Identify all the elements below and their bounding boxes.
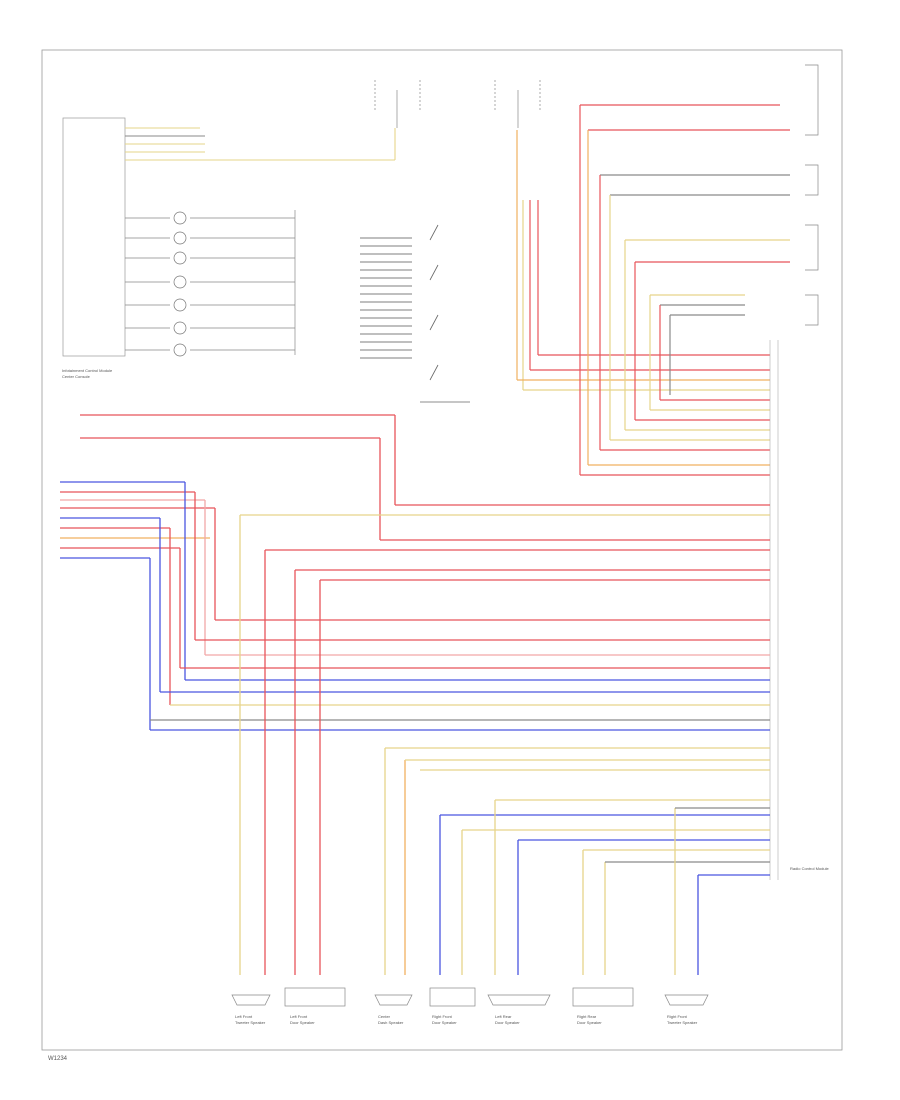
left-main-harness (60, 481, 770, 731)
module-top-leads (125, 127, 396, 161)
svg-text:Tweeter Speaker: Tweeter Speaker (235, 1020, 266, 1025)
fuse-panel-right (494, 80, 541, 128)
module-location: Center Console (62, 374, 91, 379)
speaker-drop-wires (239, 514, 770, 975)
speaker-shapes (231, 987, 709, 1007)
svg-text:Center: Center (378, 1014, 391, 1019)
right-module-label: Radio Control Module (790, 866, 829, 871)
module-bulb-rows (125, 210, 296, 357)
right-top-switch-blocks (805, 64, 819, 326)
speaker-5 (487, 994, 551, 1006)
right-upper-harness (579, 104, 790, 476)
svg-text:Left Front: Left Front (235, 1014, 253, 1019)
left-module-block (62, 117, 126, 357)
left-module-label: Infotainment Control Module Center Conso… (62, 368, 113, 379)
speaker-2 (284, 987, 346, 1007)
speaker-3 (374, 994, 413, 1006)
svg-text:Left Front: Left Front (290, 1014, 308, 1019)
svg-text:Right Front: Right Front (432, 1014, 453, 1019)
svg-text:Right Front: Right Front (667, 1014, 688, 1019)
diagram-frame (41, 49, 843, 1051)
speaker-1 (231, 994, 271, 1006)
svg-text:Door Speaker: Door Speaker (577, 1020, 602, 1025)
switch-connector-pins (360, 237, 412, 359)
right-vertical-bundle (516, 130, 770, 391)
svg-text:Door Speaker: Door Speaker (495, 1020, 520, 1025)
fuse-panel-left (374, 80, 421, 128)
diagram-code: W1234 (48, 1056, 68, 1062)
speaker-7 (664, 994, 709, 1006)
svg-text:Tweeter Speaker: Tweeter Speaker (667, 1020, 698, 1025)
svg-text:Dash Speaker: Dash Speaker (378, 1020, 404, 1025)
left-fuse-leads (80, 414, 770, 541)
right-connector-column (769, 340, 779, 880)
speaker-4 (429, 987, 476, 1007)
speaker-labels: Left Front Tweeter Speaker Left Front Do… (235, 1014, 698, 1025)
switch-group (420, 224, 470, 403)
module-name: Infotainment Control Module (62, 368, 113, 373)
svg-text:Right Rear: Right Rear (577, 1014, 597, 1019)
svg-text:Left Rear: Left Rear (495, 1014, 512, 1019)
svg-text:Door Speaker: Door Speaker (290, 1020, 315, 1025)
speaker-6 (572, 987, 634, 1007)
svg-text:Door Speaker: Door Speaker (432, 1020, 457, 1025)
